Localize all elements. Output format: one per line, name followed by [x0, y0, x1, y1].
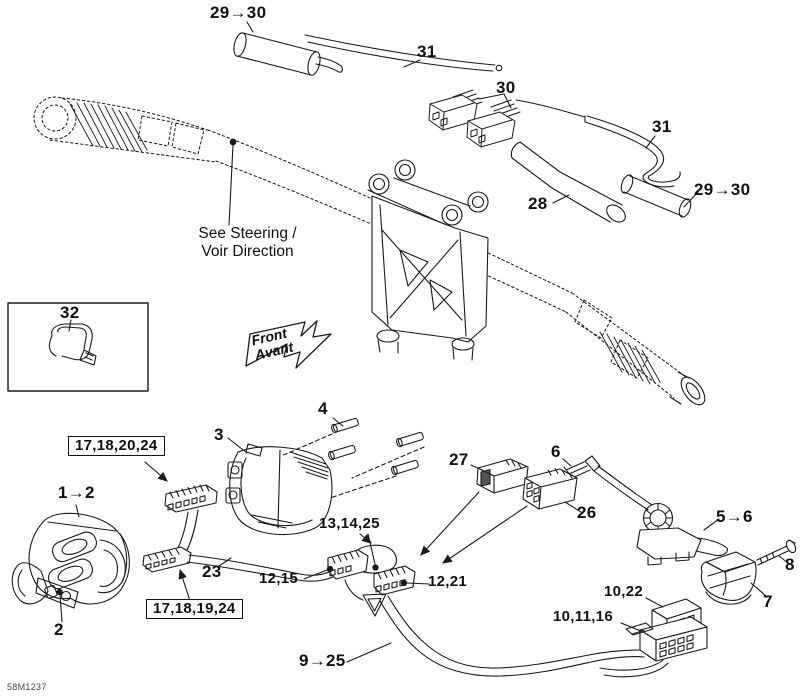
callout-28: 28: [528, 194, 548, 213]
callout-12-15: 12,15: [259, 570, 299, 587]
callout-5-6: 5→6: [716, 507, 753, 526]
multifunction-switch: [11, 512, 130, 609]
callout-6: 6: [551, 442, 561, 461]
callout-29-30-top: 29→30: [210, 3, 267, 22]
screw-8: [756, 539, 797, 566]
handlebar-phantom: [33, 96, 687, 399]
callout-3: 3: [214, 425, 224, 444]
steering-note-line2: Voir Direction: [201, 243, 294, 261]
callout-32: 32: [60, 303, 80, 322]
callout-31-right: 31: [652, 117, 672, 136]
leader-lines: [56, 21, 789, 663]
steering-riser: [367, 159, 489, 361]
callout-7: 7: [763, 592, 773, 611]
connectors-30: [428, 89, 586, 148]
harness-wires: [379, 595, 669, 678]
callout-27: 27: [449, 450, 469, 469]
grip-tube-upper: [233, 32, 344, 76]
connector-26: [522, 467, 578, 510]
grip-tube-right: [620, 174, 692, 218]
callout-1-2: 1→2: [58, 483, 95, 502]
steering-note-line1: See Steering /: [198, 225, 297, 242]
callout-10-22: 10,22: [604, 583, 644, 600]
callout-box-17-18-20-24: 17,18,20,24: [68, 436, 165, 456]
callout-23: 23: [202, 562, 222, 581]
callout-31-upper: 31: [417, 42, 437, 61]
connector-10-11-16: [625, 616, 708, 662]
wire-31-upper: [304, 34, 503, 72]
connector-17-18-20-24: [164, 484, 218, 551]
part-7: [700, 551, 757, 605]
connector-27: [476, 458, 529, 494]
part-32-box: [7, 302, 149, 392]
document-number: 58M1237: [7, 682, 47, 692]
callout-30: 30: [496, 78, 516, 97]
callout-10-11-16: 10,11,16: [553, 608, 613, 625]
callout-9-25: 9→25: [299, 651, 346, 670]
callout-12-21: 12,21: [428, 573, 468, 590]
wire-23: [186, 554, 336, 582]
front-direction-flag: [245, 320, 332, 369]
connector-17-18-19-24: [142, 546, 192, 573]
throttle-assembly: [584, 455, 728, 566]
handlebar-right-grip-end: [669, 371, 706, 406]
callout-box-17-18-19-24: 17,18,19,24: [146, 599, 243, 619]
steering-note: See Steering / Voir Direction: [170, 225, 325, 262]
callout-26: 26: [577, 503, 597, 522]
tube-28: [510, 141, 626, 223]
callout-4: 4: [318, 399, 328, 418]
callout-13-14-25: 13,14,25: [319, 515, 380, 532]
housing-3: [225, 443, 333, 536]
callout-29-30-right: 29→30: [694, 180, 751, 199]
callout-8: 8: [785, 555, 795, 574]
handlebar-grip-hatch: [69, 102, 661, 385]
callout-2: 2: [54, 620, 64, 639]
